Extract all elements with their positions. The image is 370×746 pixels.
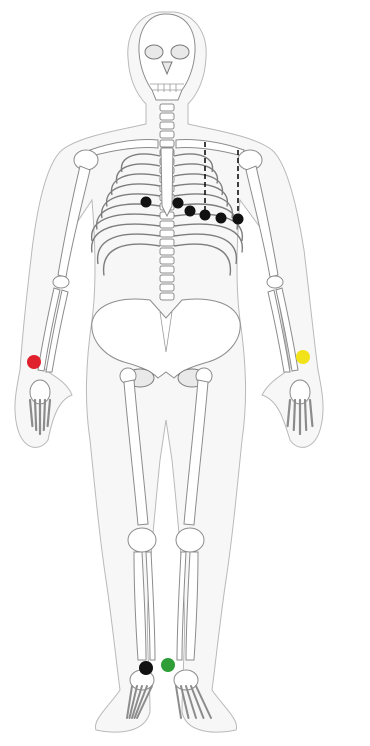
vertebra xyxy=(160,122,174,129)
vertebra xyxy=(160,257,174,264)
electrode-v6 xyxy=(233,214,244,225)
finger xyxy=(44,400,45,430)
vertebra xyxy=(160,131,174,138)
vertebra xyxy=(160,275,174,282)
vertebra xyxy=(160,104,174,111)
vertebra xyxy=(160,293,174,300)
vertebra xyxy=(160,239,174,246)
electrode-right-leg xyxy=(139,661,153,675)
electrode-v4 xyxy=(200,210,211,221)
electrode-v5 xyxy=(216,213,227,224)
vertebra xyxy=(160,266,174,273)
electrode-v1 xyxy=(141,197,152,208)
sternum xyxy=(161,148,173,216)
vertebra xyxy=(160,221,174,228)
vertebra xyxy=(160,113,174,120)
vertebra xyxy=(160,284,174,291)
electrode-v2 xyxy=(173,198,184,209)
finger xyxy=(305,400,306,430)
electrode-v3 xyxy=(185,206,196,217)
finger xyxy=(294,400,295,430)
electrode-left-leg xyxy=(161,658,175,672)
electrode-left-arm xyxy=(296,350,310,364)
vertebra xyxy=(160,140,174,147)
vertebra xyxy=(160,248,174,255)
vertebra xyxy=(160,230,174,237)
finger xyxy=(35,400,36,430)
toe xyxy=(176,686,181,718)
electrode-right-arm xyxy=(27,355,41,369)
